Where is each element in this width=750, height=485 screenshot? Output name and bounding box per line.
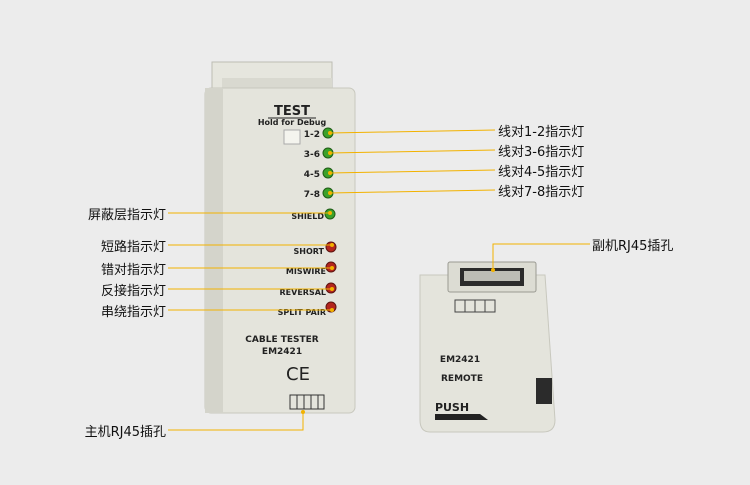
callout-main-port: 主机RJ45插孔 xyxy=(84,425,166,440)
callout-remote-port: 副机RJ45插孔 xyxy=(592,239,674,254)
test-button-sublabel: Hold for Debug xyxy=(258,118,327,127)
led-label-1-2: 1-2 xyxy=(304,130,320,140)
led-label-shield: SHIELD xyxy=(291,212,324,221)
main-rj45-port[interactable] xyxy=(289,394,325,410)
callout-pair-4-5: 线对4-5指示灯 xyxy=(498,165,585,180)
led-label-3-6: 3-6 xyxy=(304,150,320,160)
callout-pair-3-6: 线对3-6指示灯 xyxy=(498,145,585,160)
callout-reversal: 反接指示灯 xyxy=(100,284,166,299)
remote-pin-diagram xyxy=(454,299,496,313)
test-button[interactable] xyxy=(283,129,301,145)
callout-short: 短路指示灯 xyxy=(100,240,166,255)
remote-model-line2: REMOTE xyxy=(441,374,483,384)
remote-model-line1: EM2421 xyxy=(440,355,480,365)
led-label-7-8: 7-8 xyxy=(304,190,320,200)
callout-miswire: 错对指示灯 xyxy=(100,263,166,278)
tester-model-line1: CABLE TESTER xyxy=(245,335,319,345)
remote-rj45-port[interactable] xyxy=(447,261,537,293)
led-label-miswire: MISWIRE xyxy=(286,267,326,276)
tester-model-line2: EM2421 xyxy=(262,347,302,357)
led-label-4-5: 4-5 xyxy=(304,170,320,180)
callout-pair-1-2: 线对1-2指示灯 xyxy=(498,125,585,140)
callout-split: 串绕指示灯 xyxy=(100,305,166,320)
led-label-reversal: REVERSAL xyxy=(280,288,327,297)
ce-mark: CE xyxy=(286,364,310,385)
callout-lines xyxy=(168,129,590,431)
remote-side-port xyxy=(536,378,552,404)
callout-shield: 屏蔽层指示灯 xyxy=(87,208,166,223)
callout-dots xyxy=(301,131,495,414)
remote-unit: EM2421 REMOTE PUSH xyxy=(419,261,556,433)
led-label-split-pair: SPLIT PAIR xyxy=(278,308,326,317)
callout-pair-7-8: 线对7-8指示灯 xyxy=(498,185,585,200)
push-arrow xyxy=(435,414,488,420)
remote-body xyxy=(419,274,556,433)
push-label: PUSH xyxy=(435,401,469,414)
main-tester: TEST Hold for Debug 1-2 3-6 4-5 7-8 SHIE… xyxy=(204,61,356,414)
led-label-short: SHORT xyxy=(293,247,324,256)
test-button-label: TEST xyxy=(274,104,310,119)
